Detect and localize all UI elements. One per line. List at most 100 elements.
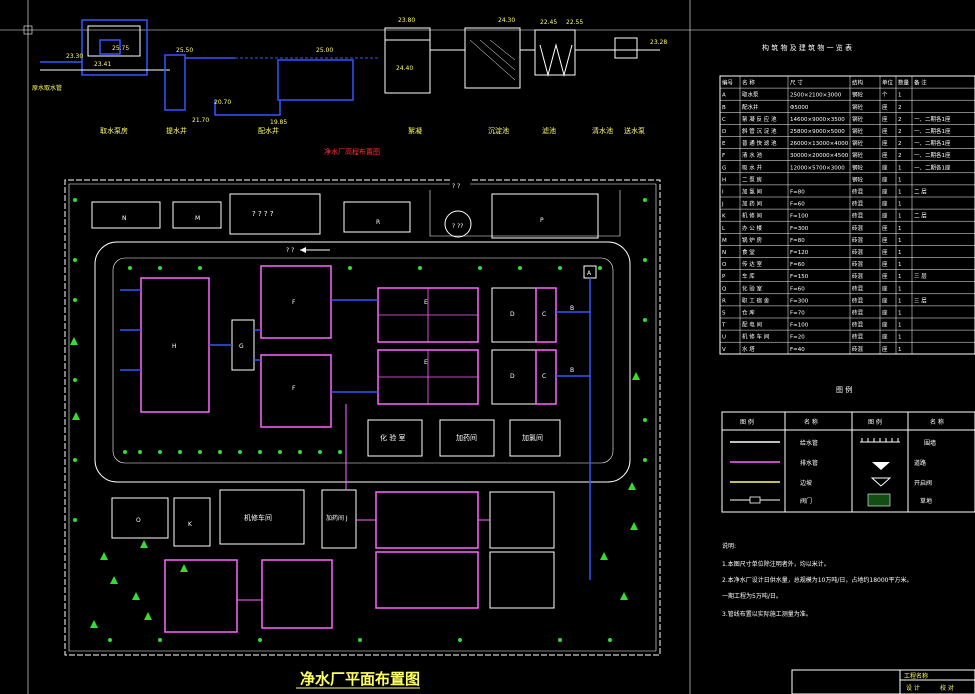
unit-mixing: 配水井 [258, 126, 279, 135]
legend-title: 图 例 [836, 385, 852, 394]
bldg-D1: D [491, 287, 537, 343]
table-cell: O [722, 262, 727, 268]
table-cell: V [722, 347, 726, 353]
legend-item-2-left: 排水管 [800, 459, 818, 467]
future-tank-1 [164, 559, 238, 633]
table-cell: N [722, 250, 726, 256]
bldg-M: M [172, 201, 222, 229]
unit-clear: 清水池 [592, 126, 613, 135]
floc-tank [384, 27, 431, 94]
table-cell: 砖混 [852, 212, 864, 220]
unit-labels: 取水泵房 提水井 配水井 絮凝 沉淀池 滤池 清水池 送水泵 [100, 126, 645, 135]
table-cell: F=40 [790, 347, 805, 353]
svg-text:E: E [424, 299, 428, 306]
table-cell: 1 [898, 323, 902, 329]
table-cell: F=60 [790, 286, 805, 292]
table-cell: 砖混 [852, 248, 864, 256]
table-cell: 一、二期各1座 [914, 115, 951, 123]
table-cell: 1 [898, 190, 902, 196]
table-cell: 二 层 [914, 213, 927, 220]
table-cell: B [722, 105, 726, 111]
table-cell: 车 库 [742, 272, 755, 280]
table-cell: 1 [898, 262, 902, 268]
title-block: 工程名称 设 计 校 对 [791, 669, 975, 694]
table-cell: A [722, 93, 726, 99]
bldg-E1: E [377, 287, 479, 343]
svg-text:A: A [587, 270, 592, 277]
table-cell: M [722, 238, 727, 244]
table-cell: F=60 [790, 202, 805, 208]
bldg-I: 加氯间 [509, 419, 561, 457]
table-cell: 座 [882, 260, 888, 268]
table-cell: F=80 [790, 238, 805, 244]
table-cell: 砖混 [852, 309, 864, 317]
table-cell: H [722, 177, 726, 183]
table-cell: 办 公 楼 [742, 224, 762, 232]
table-cell: 2 [898, 117, 902, 123]
svg-text:R: R [376, 219, 380, 226]
bldg-N: N [91, 201, 161, 229]
bldg-C2: C [535, 349, 557, 405]
sediment-tank [464, 27, 521, 89]
table-cell: 1 [898, 202, 902, 208]
table-cell: 职 工 宿 舍 [742, 296, 770, 304]
table-cell: 机 修 车 间 [742, 333, 769, 341]
table-cell: 座 [882, 284, 888, 292]
table-cell: 三 层 [914, 273, 927, 280]
tb-check: 校 对 [940, 684, 954, 692]
table-cell: 1 [898, 274, 902, 280]
legend-item-2-right: 道路 [914, 459, 926, 467]
notes: 说明: 1.本图尺寸单位除注明者外，均以米计。 2.本净水厂设计日供水量，总规模… [722, 542, 912, 618]
legend-h3: 图 例 [868, 418, 882, 426]
notes-line-1: 1.本图尺寸单位除注明者外，均以米计。 [722, 560, 830, 568]
elev-2: 23.41 [94, 61, 111, 68]
table-cell: F=300 [790, 298, 809, 304]
table-cell: 斜 管 沉 淀 池 [742, 127, 777, 135]
legend-item-1-left: 给水管 [800, 439, 818, 447]
legend-h4: 名 称 [930, 418, 944, 426]
svg-text:加药间: 加药间 [456, 433, 477, 442]
table-cell: 机 修 间 [742, 212, 762, 220]
table-cell: I [722, 190, 724, 196]
table-cell: 2500×2100×3000 [790, 93, 842, 99]
table-cell: F=100 [790, 323, 809, 329]
table-cell: 砖混 [852, 284, 864, 292]
svg-text:C: C [542, 373, 546, 380]
svg-text:加药间 J: 加药间 J [326, 514, 348, 522]
bldg-U: 机修车间 [219, 489, 305, 545]
legend: 图 例 图 例 名 称 图 例 名 称 给水管 围墙 排水管 道路 边坡 开启阀… [721, 385, 975, 513]
bldg-B1-label: B [570, 305, 574, 312]
table-cell: 一、二期各1座 [914, 151, 951, 159]
table-cell: C [722, 117, 726, 123]
table-cell: 清 水 池 [742, 151, 762, 159]
table-cell: Φ5000 [790, 105, 809, 111]
svg-text:F: F [292, 299, 296, 306]
bldg-G: G [231, 319, 255, 371]
trees [70, 198, 647, 642]
table-cell: Q [722, 286, 727, 292]
table-cell: 取水泵 [742, 91, 759, 99]
table-cell: S [722, 311, 726, 317]
intake-pump-house [81, 19, 148, 76]
bldg-O: O [111, 497, 169, 539]
legend-item-3-left: 边坡 [800, 479, 812, 487]
bldg-T: ? ? ? ? [229, 193, 321, 235]
svg-text:O: O [136, 517, 141, 524]
table-cell: 传 达 室 [742, 260, 762, 268]
process-heading: 净水厂高程布置图 [324, 147, 380, 156]
table-cell: 食 堂 [742, 248, 755, 256]
table-cell: 钢砼 [852, 139, 864, 147]
svg-text:P: P [540, 217, 544, 224]
svg-text:E: E [424, 359, 428, 366]
table-cell: 钢砼 [852, 163, 864, 171]
table-cell: 25800×9000×5000 [790, 129, 845, 135]
legend-item-1-right: 围墙 [924, 439, 936, 447]
bldg-K: K [173, 497, 211, 547]
elev-5: 25.00 [316, 47, 333, 54]
svg-text:机修车间: 机修车间 [244, 513, 272, 522]
svg-text:F: F [292, 385, 296, 392]
table-cell: 砖混 [852, 296, 864, 304]
